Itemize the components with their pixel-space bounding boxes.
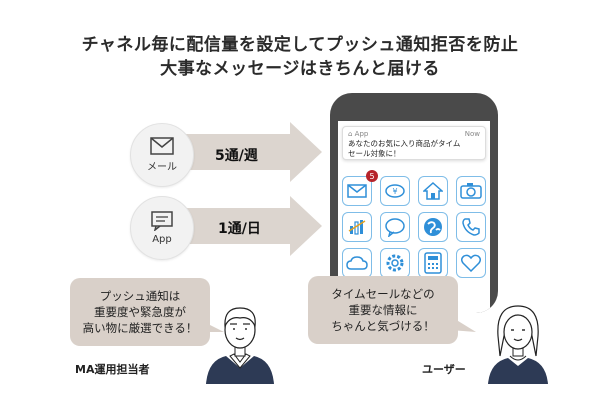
- operator-bubble-line-2: 重要度や緊急度が: [94, 305, 186, 319]
- heading-line-2: 大事なメッセージはきちんと届ける: [160, 59, 440, 79]
- app-frequency: 1通/日: [218, 221, 261, 237]
- mail-arrow: [150, 122, 322, 182]
- cloud-icon[interactable]: [342, 248, 372, 278]
- operator-illustration: [206, 307, 274, 384]
- notification-time: Now: [464, 130, 480, 138]
- home-icon[interactable]: [418, 176, 448, 206]
- user-bubble-line-1: タイムセールなどの: [331, 287, 435, 301]
- notification-message-line-2: セール対象に！: [348, 149, 401, 158]
- mail-channel-label: メール: [147, 162, 177, 173]
- heading-line-1: チャネル毎に配信量を設定してプッシュ通知拒否を防止: [81, 35, 519, 55]
- user-speech-bubble: タイムセールなどの 重要な情報に ちゃんと気づける！: [308, 276, 458, 344]
- user-bubble-tail: [450, 316, 476, 332]
- app-channel-circle: App: [130, 196, 194, 260]
- operator-bubble-line-3: 高い物に厳選できる！: [82, 321, 198, 335]
- operator-speech-bubble: プッシュ通知は 重要度や緊急度が 高い物に厳選できる！: [70, 278, 210, 346]
- heart-icon[interactable]: [456, 248, 486, 278]
- mail-icon[interactable]: [342, 176, 372, 206]
- operator-bubble-line-1: プッシュ通知は: [99, 289, 181, 303]
- user-illustration: [488, 305, 548, 384]
- wallet-icon[interactable]: ¥: [380, 176, 410, 206]
- app-channel-label: App: [152, 234, 172, 245]
- svg-text:¥: ¥: [392, 187, 397, 196]
- notification-badge: 5: [366, 170, 378, 182]
- mail-channel-circle: メール: [130, 123, 194, 187]
- camera-icon[interactable]: [456, 176, 486, 206]
- notification-app-name: App: [354, 130, 369, 138]
- mail-frequency: 5通/週: [215, 148, 258, 164]
- calculator-icon[interactable]: [418, 248, 448, 278]
- operator-bubble-tail: [196, 318, 224, 332]
- envelope-icon: [150, 137, 174, 155]
- bank-icon: ⌂: [348, 130, 355, 138]
- notification-app: ⌂ App: [348, 129, 368, 139]
- chart-icon[interactable]: [342, 212, 372, 242]
- app-arrow: [150, 196, 322, 256]
- gear-icon[interactable]: [380, 248, 410, 278]
- user-bubble-line-3: ちゃんと気づける！: [331, 319, 435, 333]
- chat-icon[interactable]: [380, 212, 410, 242]
- app-message-icon: [151, 211, 173, 231]
- phone-icon[interactable]: [456, 212, 486, 242]
- notification-message-line-1: あなたのお気に入り商品がタイム: [348, 139, 461, 148]
- push-notification[interactable]: ⌂ App Now あなたのお気に入り商品がタイム セール対象に！: [342, 126, 486, 160]
- user-bubble-line-2: 重要な情報に: [348, 303, 418, 317]
- globe-icon[interactable]: [418, 212, 448, 242]
- user-label: ユーザー: [422, 363, 466, 376]
- operator-label: MA運用担当者: [75, 363, 150, 376]
